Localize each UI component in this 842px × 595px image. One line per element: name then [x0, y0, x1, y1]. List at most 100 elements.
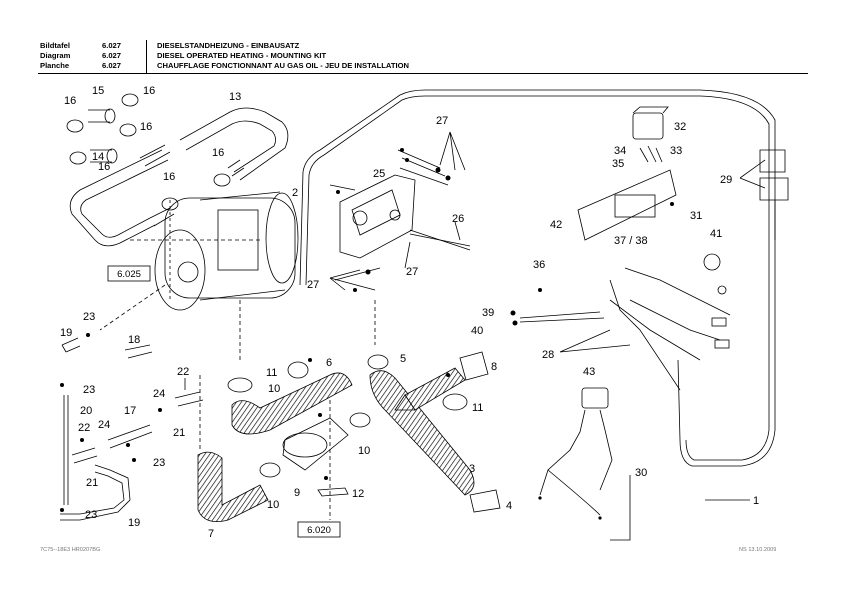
header-label-de: Bildtafel [40, 41, 70, 50]
header-number-de: 6.027 [102, 41, 122, 50]
mounting-bracket-25 [339, 174, 416, 259]
sleeve-4 [469, 489, 501, 513]
callout-40: 40 [471, 325, 483, 337]
exhaust-pipe-13-inner [185, 120, 276, 173]
callout-23a: 23 [83, 311, 95, 323]
callout-39: 39 [482, 307, 494, 319]
duct-3 [369, 370, 475, 496]
wiring-harness-1-inner [305, 95, 770, 461]
callout-19b: 19 [128, 517, 140, 529]
callout-22a: 22 [177, 366, 189, 378]
reference-6025: 6.025 [117, 269, 141, 280]
callout-23c: 23 [153, 457, 165, 469]
callout-13: 13 [229, 91, 241, 103]
callout-10b: 10 [358, 445, 370, 457]
callout-24b: 24 [98, 419, 110, 431]
callout-16c: 16 [140, 121, 152, 133]
callout-30: 30 [635, 467, 647, 479]
callout-16f: 16 [163, 171, 175, 183]
callout-16b: 16 [143, 85, 155, 97]
callout-2: 2 [292, 187, 298, 199]
header-rule [38, 73, 808, 74]
header-title-de: DIESELSTANDHEIZUNG - EINBAUSATZ [157, 41, 300, 50]
header-number-fr: 6.027 [102, 61, 122, 70]
fuel-line-19 [61, 337, 81, 353]
callout-25: 25 [373, 168, 385, 180]
header: Bildtafel 6.027 DIESELSTANDHEIZUNG - EIN… [0, 0, 842, 80]
callout-14: 14 [92, 151, 104, 163]
fuse-holder-42 [577, 169, 677, 241]
callout-16e: 16 [212, 147, 224, 159]
exhaust-pipe-13-left [69, 149, 163, 247]
callout-16a: 16 [64, 95, 76, 107]
callout-11b: 11 [472, 402, 483, 414]
duct-8 [404, 367, 466, 411]
wiring-harness-1 [299, 89, 776, 467]
callout-33: 33 [670, 145, 682, 157]
callout-41: 41 [710, 228, 722, 240]
callout-21b: 21 [86, 477, 98, 489]
clamps-10-11 [227, 354, 468, 478]
callout-12: 12 [352, 488, 364, 500]
callout-16d: 16 [98, 161, 110, 173]
header-title-en: DIESEL OPERATED HEATING - MOUNTING KIT [157, 51, 327, 60]
callout-31: 31 [690, 210, 702, 222]
callout-9: 9 [294, 487, 300, 499]
callout-22b: 22 [78, 422, 90, 434]
callout-34: 34 [614, 145, 626, 157]
duct-7 [197, 451, 269, 523]
callout-5: 5 [400, 353, 406, 365]
exhaust-pipe-13 [179, 107, 289, 181]
callout-28: 28 [542, 349, 554, 361]
reference-box-6025: 6.025 [107, 265, 151, 282]
footer-date: NS 13.10.2009 [739, 547, 777, 553]
callout-20: 20 [80, 405, 92, 417]
sleeve-8 [459, 351, 489, 381]
callout-35: 35 [612, 158, 624, 170]
callout-21a: 21 [173, 427, 185, 439]
header-number-en: 6.027 [102, 51, 122, 60]
callout-29: 29 [720, 174, 732, 186]
callout-42: 42 [550, 219, 562, 231]
callout-26: 26 [452, 213, 464, 225]
reference-box-6020: 6.020 [297, 521, 341, 538]
heater-unit-2 [164, 197, 296, 299]
callout-10a: 10 [268, 383, 280, 395]
header-separator [146, 40, 147, 74]
relay-43 [581, 387, 609, 409]
callout-8: 8 [491, 361, 497, 373]
callout-7: 7 [208, 528, 214, 540]
exhaust-pipe-13-left-inner [80, 159, 169, 238]
hose-15 [88, 109, 110, 123]
callout-27a: 27 [436, 115, 448, 127]
callout-27b: 27 [406, 266, 418, 278]
relay-32 [632, 112, 664, 140]
callout-10c: 10 [267, 499, 279, 511]
callout-43: 43 [583, 366, 595, 378]
callout-1: 1 [753, 495, 759, 507]
clamps-16 [66, 93, 231, 211]
callout-4: 4 [506, 500, 512, 512]
header-label-fr: Planche [40, 61, 70, 70]
callout-23d: 23 [85, 509, 97, 521]
connector-29 [759, 149, 789, 201]
callout-17: 17 [124, 405, 136, 417]
reference-6020: 6.020 [307, 525, 331, 536]
fuel-pump-17 [107, 424, 153, 449]
hose-14 [90, 149, 112, 163]
header-title-fr: CHAUFFLAGE FONCTIONNANT AU GAS OIL - JEU… [157, 61, 409, 70]
callout-15: 15 [92, 85, 104, 97]
duct-8-b [394, 394, 416, 411]
callout-6: 6 [326, 357, 332, 369]
header-label-en: Diagram [40, 51, 71, 60]
callout-36: 36 [533, 259, 545, 271]
callout-23b: 23 [83, 384, 95, 396]
footer-code: 7C75--18E3 HR0207BG [40, 547, 101, 553]
duct-6 [231, 372, 353, 435]
callout-3: 3 [469, 463, 475, 475]
callout-18: 18 [128, 334, 140, 346]
callout-19a: 19 [60, 327, 72, 339]
harness-28 [609, 279, 681, 391]
